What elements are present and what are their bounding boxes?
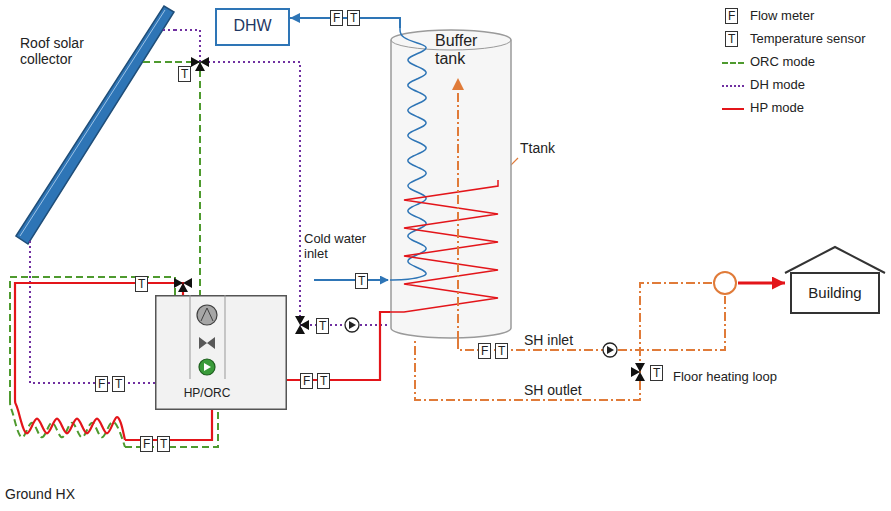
pipe-stub	[143, 61, 175, 63]
ground-coil	[10, 398, 125, 447]
pipe-connector	[125, 410, 218, 447]
pipe-connector	[30, 250, 155, 383]
building-shape	[785, 245, 885, 315]
pipe-connector	[287, 312, 390, 380]
legend-text: Flow meter	[750, 8, 814, 24]
pump-symbol	[345, 318, 359, 332]
sensor-label: Ttank	[520, 140, 580, 156]
legend-flow-meter-symbol: F	[725, 8, 738, 24]
dhw-box: DHW	[215, 8, 290, 46]
box-outline	[216, 9, 289, 45]
temperature-sensor: T	[317, 373, 330, 389]
inlet-label: Cold water inlet	[304, 232, 388, 262]
floor-heating-loop-shape	[712, 270, 738, 296]
legend-text: DH mode	[750, 77, 805, 93]
compressor-mark	[201, 308, 213, 321]
three-way-valve	[631, 363, 645, 381]
dhw-coil	[390, 28, 426, 280]
buffer-tank: Buffer tank	[390, 28, 512, 340]
node-label: HP/ORC	[175, 387, 239, 401]
floor-loop-symbol	[714, 272, 736, 294]
edge-label: SH inlet	[522, 332, 575, 348]
house-roof	[785, 247, 885, 273]
floor-heating-loop: Floor heating loop	[712, 270, 738, 296]
heat-pump-orc-unit: HP/ORC	[155, 295, 287, 410]
pipe-stub	[29, 241, 31, 250]
temperature-sensor: T	[347, 10, 360, 26]
temperature-sensor: T	[178, 66, 191, 82]
flow-meter: F	[95, 376, 108, 392]
partition-line	[190, 295, 225, 379]
unit-housing	[156, 296, 287, 410]
arrow-head	[452, 78, 464, 90]
node-label: Buffer tank	[435, 32, 507, 69]
building: Building	[785, 245, 885, 315]
temperature-sensor: T	[157, 436, 170, 452]
temperature-sensor: T	[112, 376, 125, 392]
flow-meter: F	[478, 343, 491, 359]
flow-meter: F	[300, 373, 313, 389]
temperature-sensor: T	[316, 318, 329, 334]
flow-meter: F	[140, 436, 153, 452]
compressor-symbol	[197, 305, 217, 325]
pipe-connector	[175, 30, 390, 325]
edge-label: SH outlet	[522, 382, 584, 398]
legend-temperature-sensor-symbol: T	[725, 31, 738, 47]
stratification-line	[457, 88, 459, 340]
pipe-connector	[290, 18, 400, 28]
legend-text: HP mode	[750, 100, 804, 116]
legend-text: Temperature sensor	[750, 31, 866, 47]
buffer-tank-shape	[390, 28, 512, 340]
pipe-stub	[163, 29, 175, 31]
legend-line-sample	[722, 62, 744, 64]
three-way-valve	[174, 278, 192, 292]
pipe-connector	[10, 277, 175, 398]
cold-water-pipe	[314, 279, 388, 281]
solar-collector-panel	[16, 6, 174, 244]
node-label: Floor heating loop	[664, 370, 786, 385]
legend-line-sample	[722, 85, 744, 87]
expansion-valve	[199, 337, 215, 349]
solar-collector: Roof solar collector	[15, 5, 175, 250]
three-way-valve	[295, 316, 309, 334]
pump-symbol	[199, 359, 215, 375]
pump-symbol	[603, 343, 617, 357]
ground-coil	[15, 398, 125, 440]
temperature-sensor: T	[135, 276, 148, 292]
panel-highlight	[20, 10, 165, 236]
heating-coil	[390, 180, 498, 312]
legend-text: ORC mode	[750, 54, 815, 70]
node-label: Roof solar collector	[20, 35, 105, 67]
node-label: Building	[785, 284, 885, 301]
flow-meter: F	[330, 10, 343, 26]
pipe-connector	[738, 282, 785, 285]
node-label: Ground HX	[5, 486, 123, 502]
pipe-connector	[175, 62, 200, 295]
pump-mark	[204, 363, 211, 371]
temperature-sensor: T	[495, 343, 508, 359]
legend-line-sample	[722, 108, 744, 110]
three-way-valve	[191, 57, 209, 71]
temperature-sensor: T	[650, 365, 663, 381]
temperature-sensor: T	[355, 273, 368, 289]
ground-heat-exchanger: Ground HX	[3, 398, 125, 508]
node-label: DHW	[215, 17, 290, 35]
